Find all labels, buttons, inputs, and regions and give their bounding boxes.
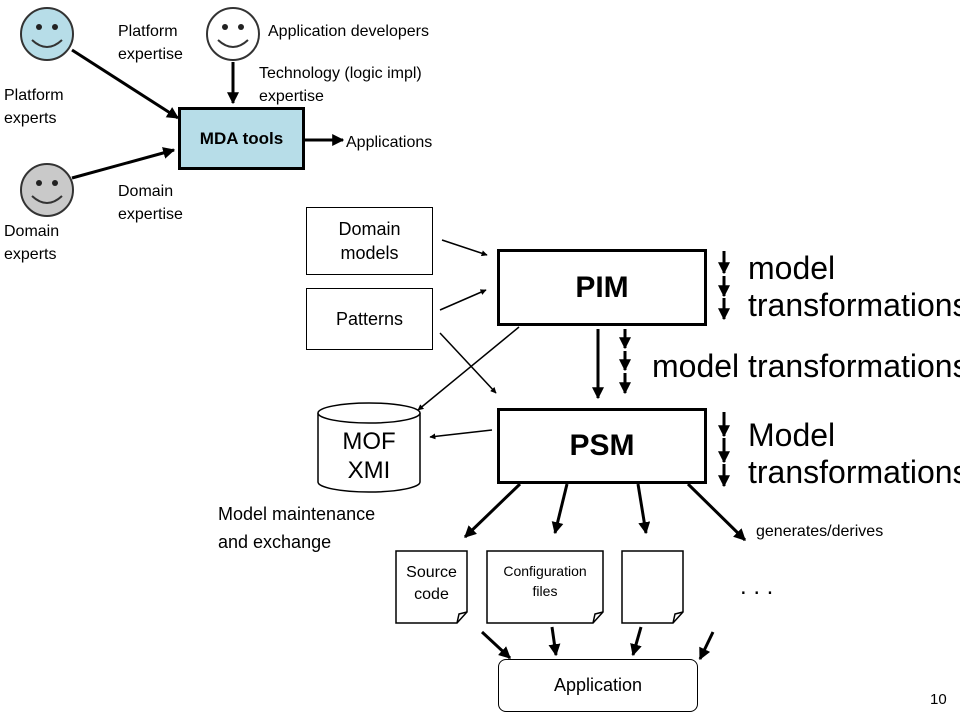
arrow-artifact-to-application	[630, 626, 643, 657]
arrow-pim-to-mof	[417, 326, 520, 411]
domain-experts-label: Domain experts	[4, 223, 60, 263]
domain-expertise-label: Domain expertise	[118, 183, 183, 223]
config-files-label: Configuration files	[503, 563, 587, 599]
domain-models-box: Domain models	[306, 207, 433, 275]
middle-transformations-label: model transformations	[652, 348, 960, 384]
generates-derives-label: generates/derives	[756, 523, 884, 540]
app-developers-label: Application developers	[268, 23, 429, 40]
app-developers-smiley-icon	[206, 7, 260, 61]
mof-label: MOF	[342, 428, 396, 455]
source-code-document-icon	[395, 550, 468, 624]
mda-tools-box: MDA tools	[178, 107, 305, 170]
arrow-config-to-application	[548, 626, 561, 657]
arrow-psm-to-mof	[429, 429, 493, 440]
arrow-patterns-to-pim	[439, 289, 487, 311]
platform-expertise-label: Platform expertise	[118, 23, 183, 63]
psm-transformations-line2: transformations	[748, 454, 960, 490]
pim-transformations-line1: model	[748, 250, 836, 286]
mof-xmi-cylinder-icon	[317, 402, 421, 493]
arrow-psm-to-artifact	[636, 483, 651, 535]
arrow-more-to-application	[698, 631, 715, 661]
platform-experts-label: Platform experts	[4, 87, 64, 127]
arrow-psm-to-source	[463, 482, 522, 539]
arrow-domain-to-mda	[71, 147, 176, 180]
arrow-source-to-application	[480, 630, 512, 660]
arrow-psm-to-more	[686, 482, 747, 542]
application-box: Application	[498, 659, 698, 712]
applications-label: Applications	[346, 134, 433, 151]
arrow-patterns-to-psm	[439, 332, 497, 394]
xmi-label: XMI	[347, 457, 391, 484]
pim-transformations-line2: transformations	[748, 287, 960, 323]
technology-expertise-label: Technology (logic impl) expertise	[259, 65, 422, 105]
arrow-platform-to-mda	[71, 48, 180, 120]
config-files-document-icon	[486, 550, 604, 624]
platform-experts-smiley-icon	[20, 7, 74, 61]
pim-box: PIM	[497, 249, 707, 326]
arrow-psm-to-config	[551, 483, 569, 535]
model-maintenance-label: Model maintenance and exchange	[218, 504, 376, 552]
psm-box: PSM	[497, 408, 707, 484]
mof-xmi-label: MOF XMI	[318, 427, 420, 485]
source-code-label: Source code	[406, 564, 457, 603]
psm-transformations-line1: Model	[748, 417, 836, 453]
patterns-box: Patterns	[306, 288, 433, 350]
generic-document-icon	[621, 550, 684, 624]
ellipsis-label: . . .	[740, 573, 774, 600]
arrow-domain-models-to-pim	[441, 239, 488, 257]
domain-experts-smiley-icon	[20, 163, 74, 217]
page-number: 10	[930, 691, 947, 708]
